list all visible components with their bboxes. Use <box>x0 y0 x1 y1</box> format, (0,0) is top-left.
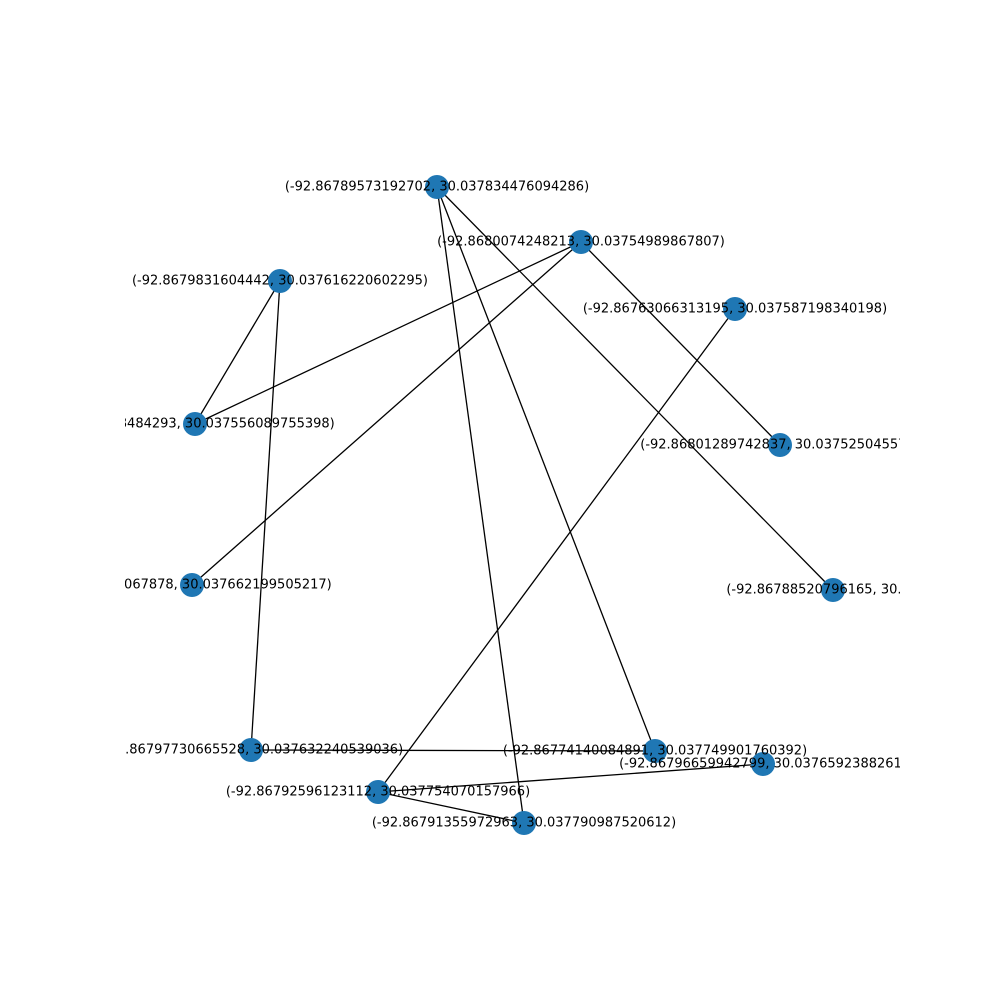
node-label: (-92.86796659942799, 30.0376592388261) <box>619 757 907 772</box>
graph-node <box>425 175 449 199</box>
graph-node <box>723 297 747 321</box>
graph-node <box>643 739 667 763</box>
node-label: (-92.8680074248213, 30.03754989867807) <box>437 235 725 250</box>
graph-node <box>366 780 390 804</box>
graph-edge <box>377 791 525 824</box>
node-label: (-92.86774140084891, 30.037749901760392) <box>503 744 807 759</box>
node-label: (-92.86789573192702, 30.037834476094286) <box>285 180 589 195</box>
graph-node <box>821 578 845 602</box>
node-label: (-92.86791355972963, 30.037790987520612) <box>372 816 676 831</box>
graph-edge <box>377 308 736 793</box>
graph-edge <box>377 763 764 793</box>
graph-node <box>768 433 792 457</box>
graph-node <box>569 230 593 254</box>
graph-edge <box>436 186 834 591</box>
graph-edge <box>580 241 781 446</box>
graph-edge <box>194 241 582 425</box>
graph-node <box>239 738 263 762</box>
node-label: (-92.86763066313195, 30.037587198340198) <box>583 302 887 317</box>
node-label: (-92.86788520796165, 30.0378) <box>726 583 939 598</box>
graph-edge <box>194 280 281 425</box>
graph-edge <box>436 186 656 752</box>
node-label: (-92.86797730665528, 30.037632240539036) <box>99 743 403 758</box>
graph-node <box>268 269 292 293</box>
node-label: (-92.86801289742837, 30.037525045571) <box>640 438 920 453</box>
graph-edge <box>250 280 281 751</box>
node-label: (-92.86809067878, 30.037662199505217) <box>52 578 332 593</box>
nodes-layer <box>180 175 845 835</box>
graph-edge <box>436 186 525 824</box>
graph-node <box>751 752 775 776</box>
edges-layer <box>191 186 834 824</box>
graph-node <box>512 811 536 835</box>
graph-edge <box>191 241 582 586</box>
node-label: (-92.8679831604442, 30.037616220602295) <box>132 274 428 289</box>
labels-layer: (-92.86789573192702, 30.037834476094286)… <box>52 180 939 831</box>
node-label: (-92.86792596123112, 30.037754070157966) <box>226 785 530 800</box>
node-label: (-92.86808484293, 30.037556089755398) <box>55 417 335 432</box>
graph-node <box>180 573 204 597</box>
graph-edge <box>250 749 656 752</box>
graph-node <box>183 412 207 436</box>
